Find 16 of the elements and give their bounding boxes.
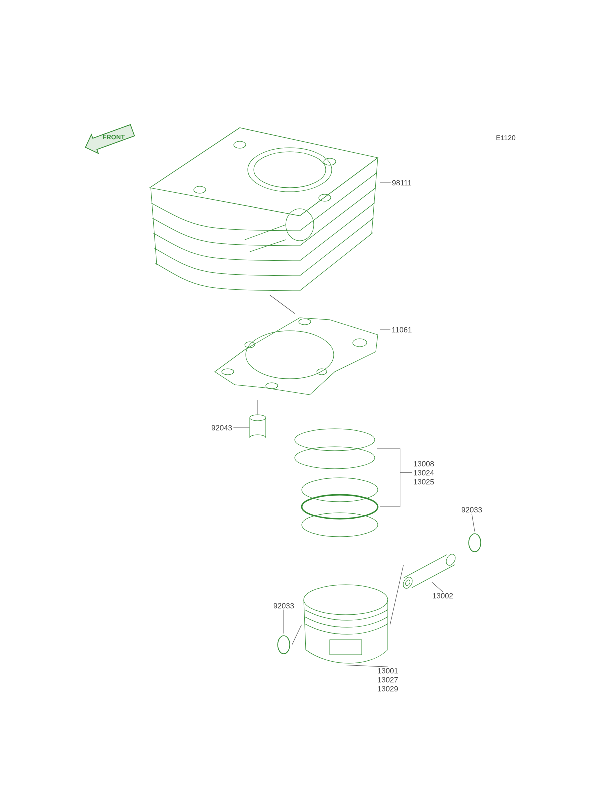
- piston-pin-drawing: [403, 554, 456, 589]
- dowel-pin-drawing: [250, 414, 266, 438]
- leader-line: [390, 564, 404, 626]
- leader-line: [380, 182, 392, 184]
- leader-line: [270, 295, 296, 314]
- leader-line: [292, 624, 302, 646]
- leader-line: [432, 582, 444, 592]
- leader-line: [472, 514, 476, 532]
- leader-line: [346, 665, 388, 668]
- ring-set-drawing: [301, 478, 379, 538]
- piston-drawing: [304, 584, 388, 664]
- gasket-drawing: [214, 318, 378, 396]
- ring-pair-drawing: [294, 428, 376, 470]
- leader-line: [380, 472, 413, 508]
- circlip-drawing: [468, 534, 482, 552]
- circlip-drawing: [278, 636, 290, 654]
